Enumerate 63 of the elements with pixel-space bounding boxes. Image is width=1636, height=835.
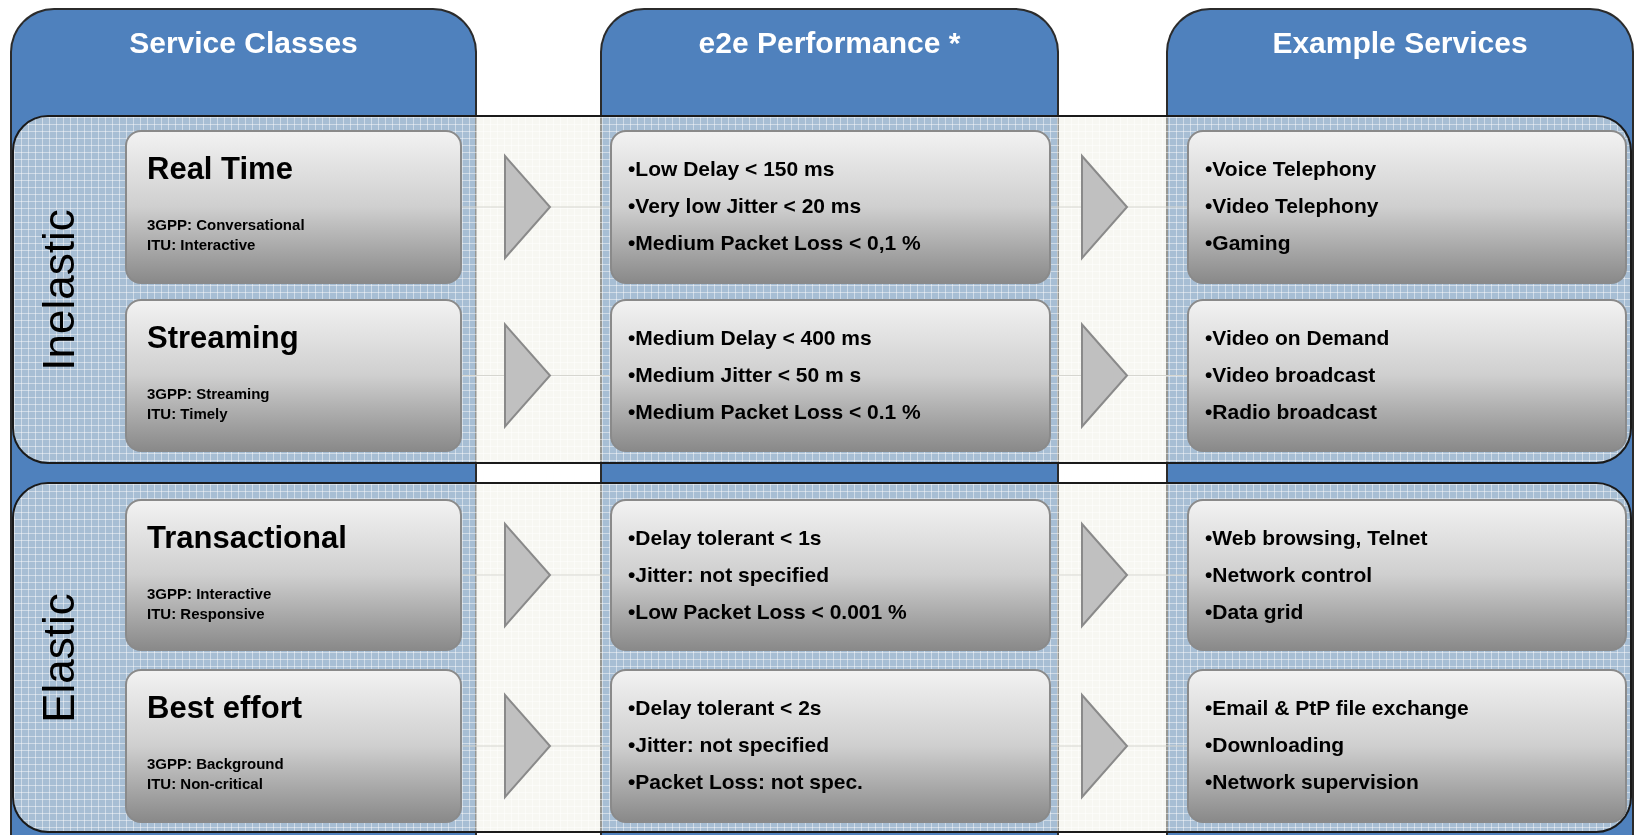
bullet-item: •Delay tolerant < 2s xyxy=(628,695,823,721)
bullet-box xyxy=(610,669,1051,823)
bullet-box xyxy=(1187,499,1627,651)
bullet-item: •Network supervision xyxy=(1205,769,1420,795)
bullet-box xyxy=(610,499,1051,651)
band-label: Inelastic xyxy=(37,208,81,371)
bullet-item: •Network control xyxy=(1205,562,1374,588)
class-title: Real Time xyxy=(147,150,294,188)
service-class-box xyxy=(125,299,462,452)
band-label: Elastic xyxy=(37,592,81,723)
column-heading: Example Services xyxy=(1271,25,1529,61)
service-class-box xyxy=(125,669,462,823)
category-band xyxy=(12,482,1632,833)
bullet-box xyxy=(610,299,1051,452)
bullet-item: •Voice Telephony xyxy=(1205,156,1378,182)
bullet-item: •Packet Loss: not spec. xyxy=(628,769,864,795)
bullet-item: •Video on Demand xyxy=(1205,325,1391,351)
class-mapping: ITU: Timely xyxy=(147,403,229,424)
bullet-box xyxy=(1187,669,1627,823)
class-mapping: 3GPP: Conversational xyxy=(147,214,306,235)
bullet-item: •Radio broadcast xyxy=(1205,399,1378,425)
chevron-arrow xyxy=(461,694,611,798)
bullet-item: •Medium Packet Loss < 0.1 % xyxy=(628,399,922,425)
class-title: Transactional xyxy=(147,519,348,557)
bullet-item: •Web browsing, Telnet xyxy=(1205,525,1429,551)
bullet-item: •Jitter: not specified xyxy=(628,732,831,758)
chevron-arrow xyxy=(1050,155,1188,259)
chevron-arrow xyxy=(1050,694,1188,798)
service-class-box xyxy=(125,499,462,651)
class-mapping: 3GPP: Streaming xyxy=(147,383,271,404)
class-mapping: ITU: Interactive xyxy=(147,234,257,255)
bullet-item: •Delay tolerant < 1s xyxy=(628,525,823,551)
class-mapping: 3GPP: Interactive xyxy=(147,583,273,604)
bullet-item: •Video Telephony xyxy=(1205,193,1380,219)
bullet-item: •Data grid xyxy=(1205,599,1305,625)
column-heading: Service Classes xyxy=(128,25,359,61)
chevron-arrow xyxy=(1050,523,1188,627)
chevron-arrow xyxy=(461,323,611,428)
bullet-item: •Very low Jitter < 20 ms xyxy=(628,193,863,219)
bullet-item: •Medium Jitter < 50 m s xyxy=(628,362,863,388)
bullet-item: •Low Packet Loss < 0.001 % xyxy=(628,599,908,625)
class-mapping: ITU: Responsive xyxy=(147,603,266,624)
bullet-box xyxy=(610,130,1051,284)
bullet-item: •Gaming xyxy=(1205,230,1292,256)
bullet-box xyxy=(1187,299,1627,452)
chevron-arrow xyxy=(461,155,611,259)
class-mapping: ITU: Non-critical xyxy=(147,773,264,794)
bullet-item: •Low Delay < 150 ms xyxy=(628,156,836,182)
class-title: Streaming xyxy=(147,319,300,357)
category-band xyxy=(12,115,1632,464)
bullet-item: •Medium Delay < 400 ms xyxy=(628,325,873,351)
class-mapping: 3GPP: Background xyxy=(147,753,285,774)
bullet-item: •Video broadcast xyxy=(1205,362,1377,388)
chevron-arrow xyxy=(461,523,611,627)
bullet-item: •Medium Packet Loss < 0,1 % xyxy=(628,230,922,256)
bullet-item: •Downloading xyxy=(1205,732,1346,758)
bullet-item: •Jitter: not specified xyxy=(628,562,831,588)
column-heading: e2e Performance * xyxy=(697,25,962,61)
bullet-item: •Email & PtP file exchange xyxy=(1205,695,1470,721)
class-title: Best effort xyxy=(147,689,303,727)
chevron-arrow xyxy=(1050,323,1188,428)
bullet-box xyxy=(1187,130,1627,284)
service-class-box xyxy=(125,130,462,284)
